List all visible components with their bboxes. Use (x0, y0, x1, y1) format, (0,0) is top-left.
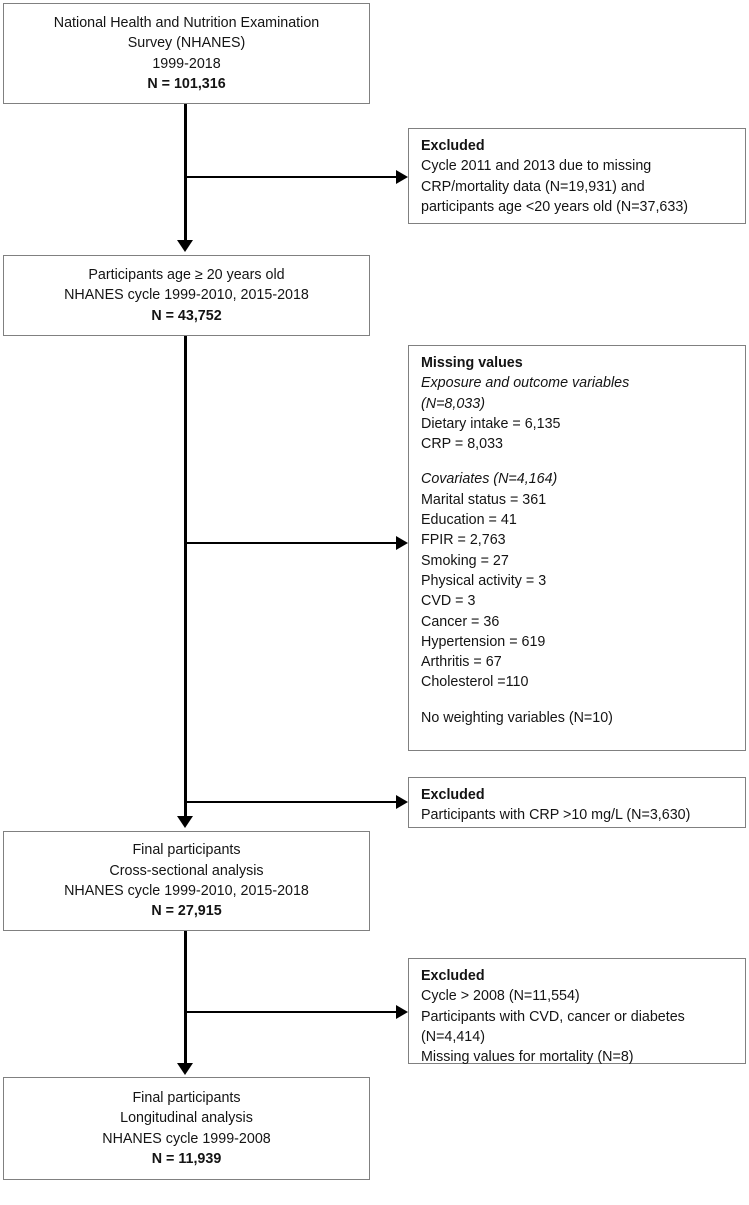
source-line-4-count: N = 101,316 (147, 75, 226, 92)
longitudinal-line-3: NHANES cycle 1999-2008 (102, 1130, 271, 1147)
excluded-3-line-1: Cycle > 2008 (N=11,554) (421, 988, 580, 1005)
longitudinal-line-1: Final participants (132, 1089, 241, 1106)
excluded-2-line-1: Participants with CRP >10 mg/L (N=3,630) (421, 807, 691, 824)
cross-sectional-line-1: Final participants (132, 842, 241, 859)
connector-branch-excluded-1 (184, 176, 399, 179)
covariate-item: Smoking = 27 (421, 552, 509, 569)
eligible-line-3-count: N = 43,752 (151, 307, 222, 324)
cross-sectional-line-2: Cross-sectional analysis (109, 862, 264, 879)
arrowhead-into-excluded-3 (396, 1005, 408, 1019)
box-eligible-participants: Participants age ≥ 20 years old NHANES c… (3, 255, 370, 336)
connector-trunk-2 (184, 336, 187, 819)
covariate-item: Physical activity = 3 (421, 572, 547, 589)
source-line-3: 1999-2018 (152, 55, 221, 72)
cross-sectional-line-3: NHANES cycle 1999-2010, 2015-2018 (64, 883, 309, 899)
box-excluded-1: Excluded Cycle 2011 and 2013 due to miss… (408, 128, 746, 224)
missing-values-gap-2 (421, 693, 735, 708)
cross-sectional-line-4-count: N = 27,915 (151, 903, 222, 920)
arrowhead-into-longitudinal (177, 1063, 193, 1075)
eligible-line-1: Participants age ≥ 20 years old (88, 267, 285, 284)
eligible-line-2: NHANES cycle 1999-2010, 2015-2018 (64, 287, 309, 304)
covariate-item: Education = 41 (421, 512, 517, 529)
covariate-item: Arthritis = 67 (421, 654, 502, 671)
covariates-header: Covariates (N=4,164) (421, 471, 558, 488)
covariate-item: Cholesterol =110 (421, 674, 529, 691)
exposure-item: CRP = 8,033 (421, 436, 503, 453)
box-excluded-2: Excluded Participants with CRP >10 mg/L … (408, 777, 746, 828)
missing-values-footer: No weighting variables (N=10) (421, 709, 613, 726)
excluded-1-line-1: Cycle 2011 and 2013 due to missing (421, 158, 652, 175)
excluded-2-header: Excluded (421, 787, 485, 803)
exposure-header-line-1: Exposure and outcome variables (421, 375, 630, 392)
box-longitudinal-analysis: Final participants Longitudinal analysis… (3, 1077, 370, 1180)
arrowhead-into-missing-values (396, 536, 408, 550)
covariate-item: FPIR = 2,763 (421, 532, 506, 549)
excluded-3-header: Excluded (421, 968, 485, 984)
box-source-population: National Health and Nutrition Examinatio… (3, 3, 370, 104)
covariate-item: Marital status = 361 (421, 491, 547, 508)
covariate-item: CVD = 3 (421, 593, 476, 610)
missing-values-header: Missing values (421, 355, 523, 371)
covariate-item: Hypertension = 619 (421, 633, 546, 650)
connector-branch-excluded-2 (184, 801, 399, 803)
exposure-item: Dietary intake = 6,135 (421, 415, 561, 432)
connector-branch-missing-values (184, 542, 399, 544)
connector-trunk-3 (184, 931, 187, 1065)
excluded-3-line-4: Missing values for mortality (N=8) (421, 1049, 634, 1066)
connector-trunk-1 (184, 104, 187, 242)
arrowhead-into-cross-sectional (177, 816, 193, 828)
box-missing-values: Missing values Exposure and outcome vari… (408, 345, 746, 751)
box-cross-sectional-analysis: Final participants Cross-sectional analy… (3, 831, 370, 931)
exposure-header-line-2: (N=8,033) (421, 395, 485, 412)
longitudinal-line-4-count: N = 11,939 (151, 1150, 222, 1167)
excluded-1-line-2: CRP/mortality data (N=19,931) and (421, 178, 645, 195)
source-line-2: Survey (NHANES) (127, 35, 246, 52)
longitudinal-line-2: Longitudinal analysis (120, 1110, 253, 1127)
excluded-3-line-3: (N=4,414) (421, 1028, 485, 1045)
excluded-1-line-3: participants age <20 years old (N=37,633… (421, 198, 689, 215)
connector-branch-excluded-3 (184, 1011, 399, 1013)
box-excluded-3: Excluded Cycle > 2008 (N=11,554) Partici… (408, 958, 746, 1066)
missing-values-gap-1 (421, 454, 735, 469)
arrowhead-into-excluded-1 (396, 170, 408, 184)
covariate-item: Cancer = 36 (421, 613, 500, 630)
excluded-1-header: Excluded (421, 138, 485, 154)
source-line-1: National Health and Nutrition Examinatio… (53, 14, 320, 31)
excluded-3-line-2: Participants with CVD, cancer or diabete… (421, 1008, 685, 1025)
arrowhead-into-eligible (177, 240, 193, 252)
arrowhead-into-excluded-2 (396, 795, 408, 809)
